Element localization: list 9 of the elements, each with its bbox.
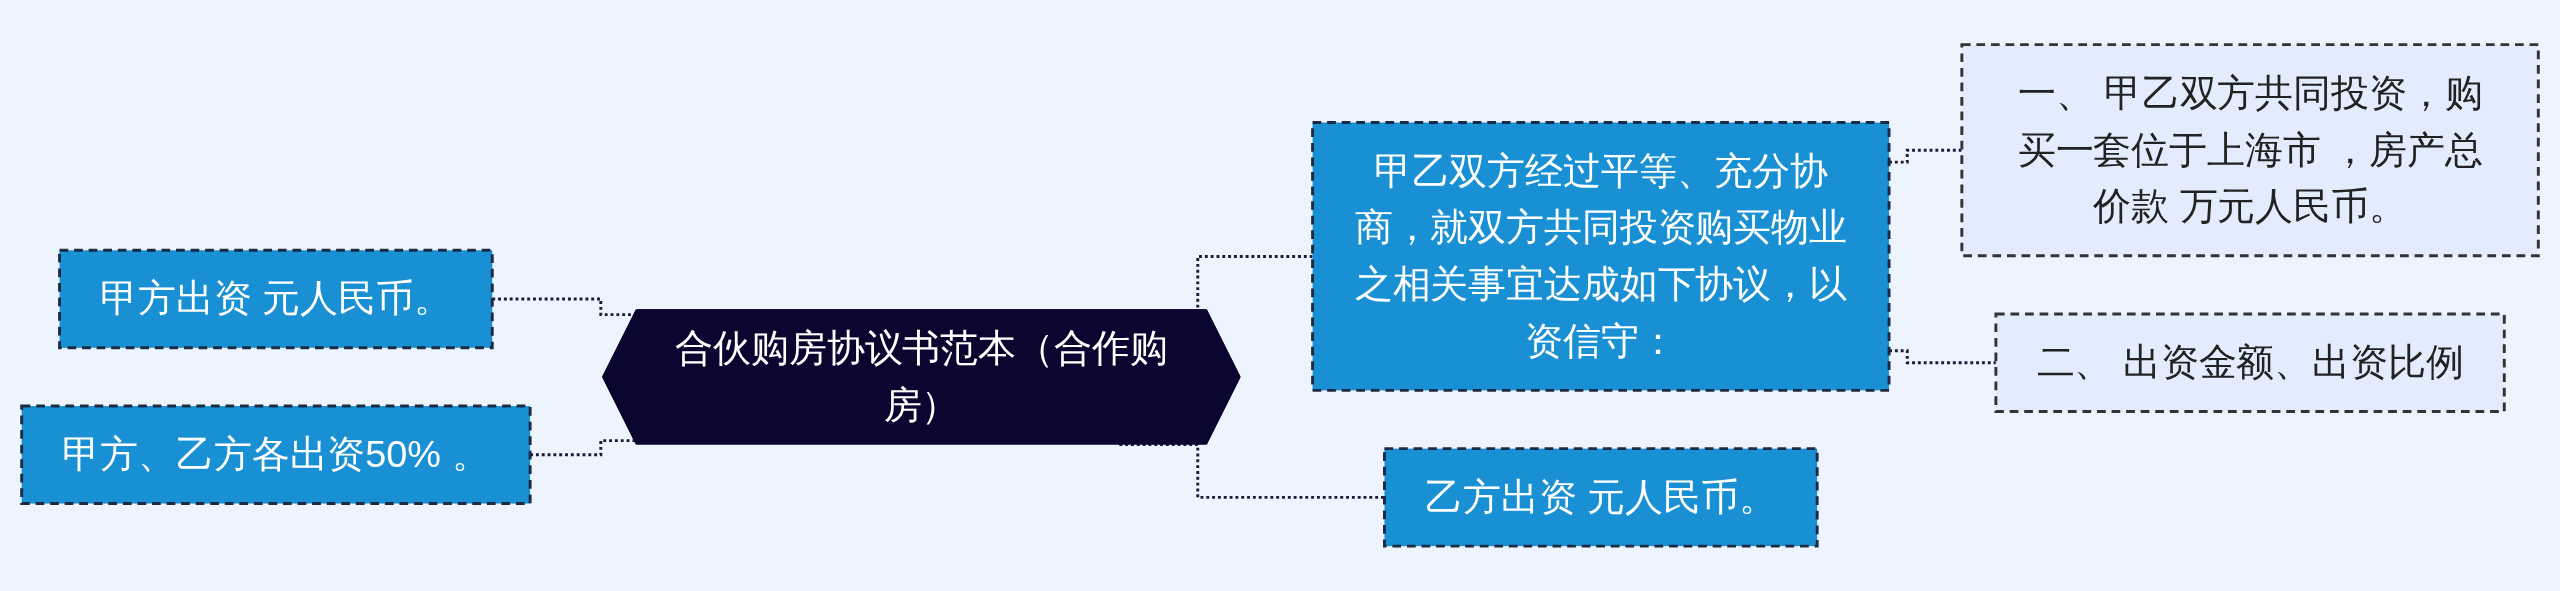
node-box: 甲方出资 元人民币。 xyxy=(58,248,494,350)
node-box: 乙方出资 元人民币。 xyxy=(1383,447,1819,548)
node-box: 一、 甲乙双方共同投资，购买一套位于上海市 ，房产总价款 万元人民币。 xyxy=(1960,43,2540,258)
connector xyxy=(1119,443,1385,499)
node-box: 二、 出资金额、出资比例 xyxy=(1994,312,2506,414)
node-box: 甲方、乙方各出资50% 。 xyxy=(20,404,532,506)
connector xyxy=(530,439,636,457)
connector xyxy=(1889,148,1962,164)
node-box: 甲乙双方经过平等、充分协商，就双方共同投资购买物业之相关事宜达成如下协议，以资信守： xyxy=(1311,121,1891,392)
